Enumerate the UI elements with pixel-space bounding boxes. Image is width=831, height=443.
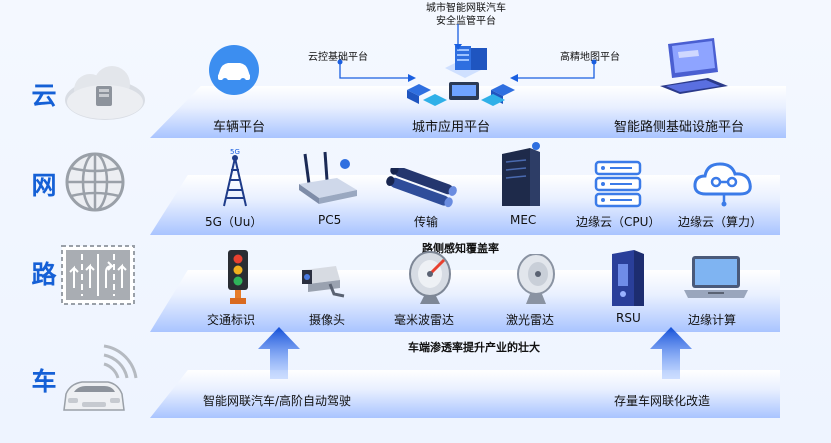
lidar-icon bbox=[517, 254, 555, 304]
tier-label-network: 网 bbox=[31, 171, 57, 200]
mec-server-icon bbox=[502, 142, 540, 206]
edge-cloud-cpu-icon bbox=[594, 160, 642, 208]
road-platform bbox=[150, 270, 780, 332]
road-item-rsu: RSU bbox=[616, 311, 641, 325]
vehicle-left-text: 智能网联汽车/高阶自动驾驶 bbox=[203, 394, 352, 408]
up-arrow-right bbox=[650, 327, 692, 379]
network-item-5g: 5G（Uu） bbox=[205, 215, 263, 229]
tier-label-vehicle: 车 bbox=[31, 367, 57, 396]
hd-map-label: 高精地图平台 bbox=[560, 52, 620, 63]
mmwave-radar-icon bbox=[409, 251, 451, 304]
transmission-cable-icon bbox=[386, 168, 457, 208]
camera-icon bbox=[302, 266, 345, 298]
connected-car-icon bbox=[63, 344, 138, 411]
network-item-edge-cloud-cpu: 边缘云（CPU） bbox=[576, 215, 661, 229]
roadside-infra-platform-label: 智能路侧基础设施平台 bbox=[614, 120, 745, 135]
roadside-infra-computer-icon bbox=[660, 38, 728, 94]
svg-text:5G: 5G bbox=[230, 148, 240, 156]
city-app-platform-label: 城市应用平台 bbox=[412, 120, 491, 135]
up-arrow-left bbox=[258, 327, 300, 379]
city-app-servers-icon bbox=[407, 46, 515, 106]
network-caption: 路侧感知覆盖率 bbox=[422, 242, 499, 255]
safety-platform-label-line2: 安全监管平台 bbox=[436, 16, 496, 27]
network-item-edge-cloud-compute: 边缘云（算力） bbox=[678, 215, 763, 229]
road-item-camera: 摄像头 bbox=[309, 313, 346, 327]
vehicle-platform-label: 车辆平台 bbox=[213, 120, 266, 135]
cloud-icon bbox=[65, 66, 145, 120]
road-item-edge-computing: 边缘计算 bbox=[688, 313, 737, 327]
vehicle-right-text: 存量车网联化改造 bbox=[614, 394, 711, 408]
vehicle-platform-car-icon bbox=[209, 45, 259, 95]
rsu-device-icon bbox=[612, 250, 644, 306]
road-item-lidar: 激光雷达 bbox=[506, 313, 555, 327]
traffic-light-icon bbox=[228, 250, 248, 304]
pc5-router-icon bbox=[299, 151, 357, 204]
road-caption: 车端渗透率提升产业的壮大 bbox=[408, 341, 540, 354]
globe-icon bbox=[65, 152, 125, 212]
tier-label-road: 路 bbox=[31, 260, 57, 289]
edge-computing-laptop-icon bbox=[684, 256, 748, 298]
network-item-transmission: 传输 bbox=[414, 215, 439, 229]
cloud-control-label: 云控基础平台 bbox=[308, 52, 368, 63]
road-lanes-icon bbox=[61, 245, 135, 305]
network-platform bbox=[150, 175, 780, 235]
network-item-pc5: PC5 bbox=[318, 213, 342, 227]
tier-label-cloud: 云 bbox=[31, 81, 57, 110]
road-item-mmwave-radar: 毫米波雷达 bbox=[394, 313, 455, 327]
road-item-traffic-sign: 交通标识 bbox=[207, 313, 256, 327]
network-item-mec: MEC bbox=[510, 213, 537, 227]
5g-tower-icon: 5G bbox=[223, 148, 247, 207]
safety-platform-label-line1: 城市智能网联汽车 bbox=[426, 3, 506, 14]
edge-cloud-compute-icon bbox=[693, 162, 752, 207]
cloud-connector-arrows bbox=[337, 24, 597, 82]
